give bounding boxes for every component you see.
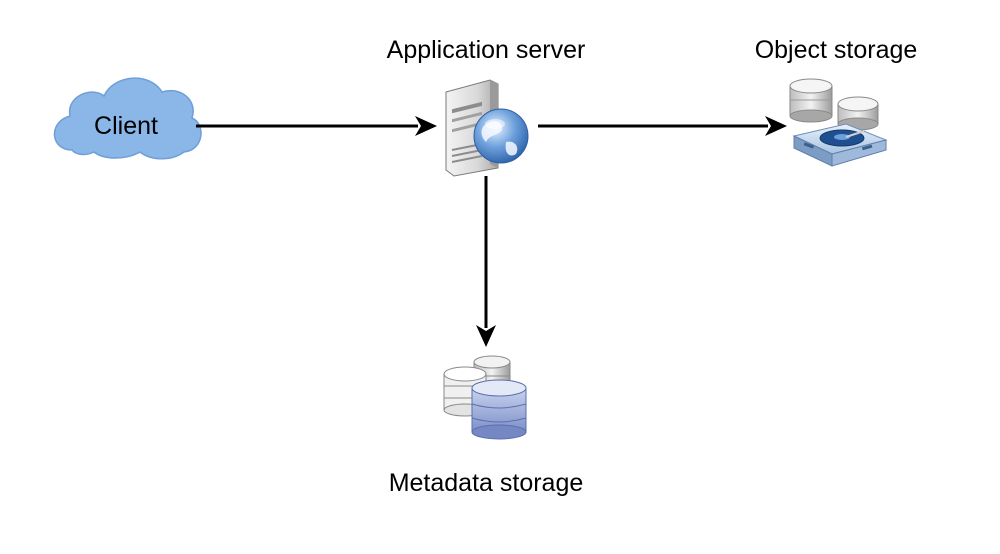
edge-client-to-app-server xyxy=(196,116,437,136)
client-label: Client xyxy=(94,112,158,140)
object-storage-label: Object storage xyxy=(755,36,918,64)
arrowhead xyxy=(765,116,787,136)
edge-app-server-to-metadata-storage xyxy=(476,176,496,347)
storage-drives-icon xyxy=(789,78,888,167)
metadata-storage-node: Metadata storage xyxy=(389,355,584,497)
web-server-icon xyxy=(445,79,529,177)
edge-app-server-to-object-storage xyxy=(538,116,787,136)
database-stack-icon xyxy=(443,355,527,440)
app-server-node: Application server xyxy=(387,36,586,177)
arrowhead xyxy=(476,325,496,347)
metadata-storage-label: Metadata storage xyxy=(389,469,584,497)
cloud-icon xyxy=(53,77,202,160)
app-server-label: Application server xyxy=(387,36,586,64)
object-storage-node: Object storage xyxy=(755,36,918,167)
client-node: Client xyxy=(53,77,202,160)
arrowhead xyxy=(415,116,437,136)
